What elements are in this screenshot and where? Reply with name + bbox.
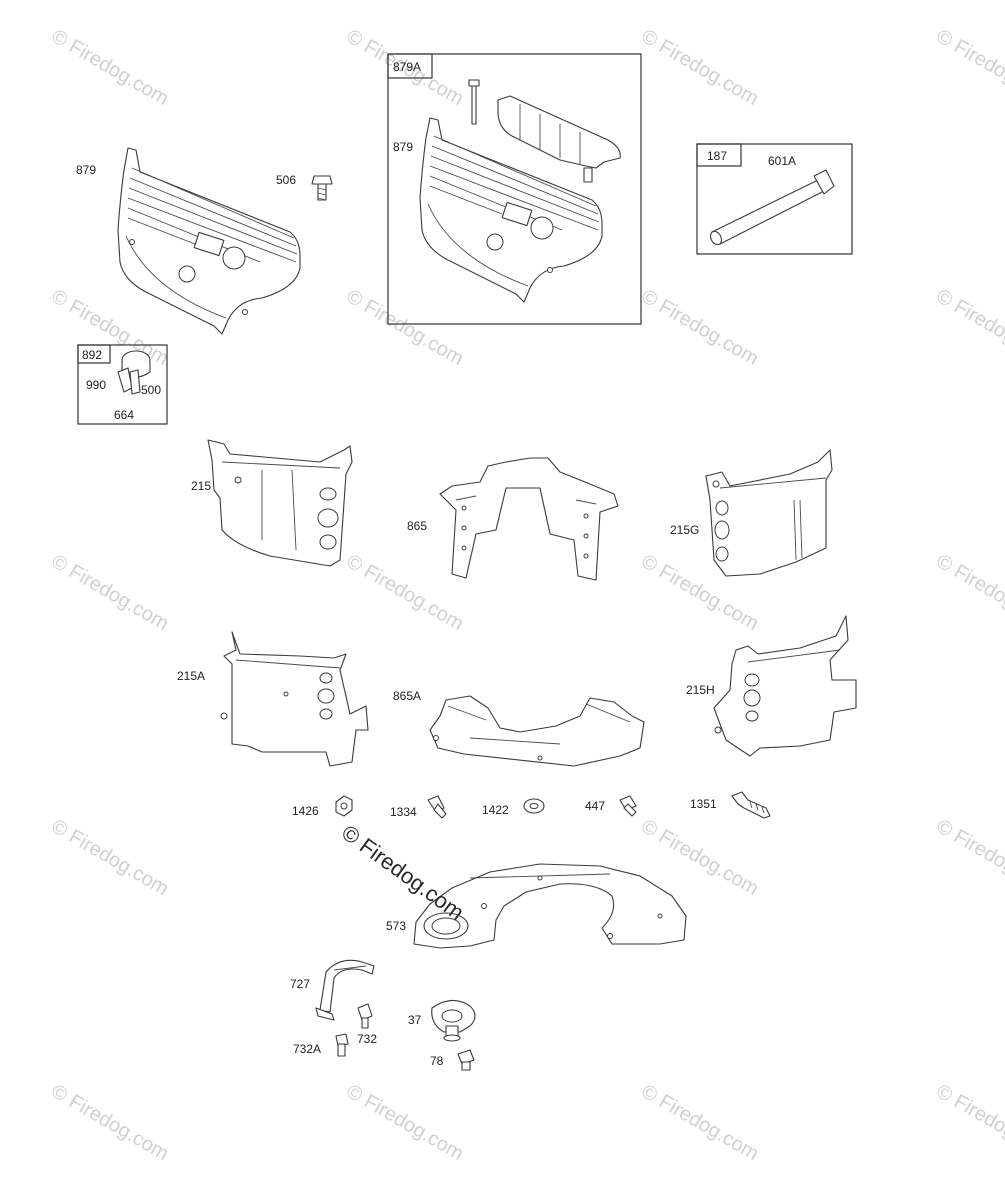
watermark: © Firedog.com <box>638 25 763 110</box>
watermark: © Firedog.com <box>933 815 1005 900</box>
part-label-215G: 215G <box>670 523 699 537</box>
group-tag-892 <box>77 344 111 364</box>
part-727-clamp <box>315 959 375 1021</box>
watermark: © Firedog.com <box>343 550 468 635</box>
part-601A-tube <box>709 169 835 246</box>
part-label-78: 78 <box>430 1054 444 1068</box>
part-label-1426: 1426 <box>292 804 319 818</box>
part-label-601A: 601A <box>768 154 796 168</box>
part-label-732: 732 <box>357 1032 377 1046</box>
watermark: © Firedog.com <box>933 550 1005 635</box>
part-215H-shroud <box>713 615 857 757</box>
part-1422-washer <box>523 798 545 814</box>
watermark: © Firedog.com <box>638 1080 763 1165</box>
part-865A-bracket <box>429 695 645 767</box>
part-215A-shroud <box>220 631 369 767</box>
part-label-215: 215 <box>191 479 211 493</box>
part-573-base-plate <box>413 863 687 949</box>
part-892-key-switch <box>117 350 151 395</box>
part-879A-pin <box>468 79 480 125</box>
group-box-892 <box>77 344 168 425</box>
part-label-215A: 215A <box>177 669 205 683</box>
part-label-990: 990 <box>86 378 106 392</box>
watermark: © Firedog.com <box>933 25 1005 110</box>
watermark: © Firedog.com <box>48 1080 173 1165</box>
part-label-865: 865 <box>407 519 427 533</box>
group-label-892: 892 <box>82 348 102 362</box>
group-label-187: 187 <box>707 149 727 163</box>
part-732A-screw <box>335 1033 349 1057</box>
part-label-727: 727 <box>290 977 310 991</box>
part-label-879: 879 <box>76 163 96 177</box>
part-label-732A: 732A <box>293 1042 321 1056</box>
part-865-bracket <box>439 457 619 581</box>
watermark: © Firedog.com <box>933 285 1005 370</box>
part-label-215H: 215H <box>686 683 715 697</box>
part-879A-muffler-guard <box>497 95 621 183</box>
part-1334-bolt <box>427 795 447 819</box>
part-label-506: 506 <box>276 173 296 187</box>
group-tag-879A <box>387 53 433 79</box>
watermark: © Firedog.com <box>343 285 468 370</box>
part-447-screw <box>619 795 637 817</box>
part-label-447: 447 <box>585 799 605 813</box>
part-label-865A: 865A <box>393 689 421 703</box>
center-watermark: © Firedog.com <box>337 820 469 925</box>
part-215G-shroud <box>705 449 833 577</box>
part-879-panel <box>117 147 301 335</box>
part-732-screw <box>357 1003 373 1029</box>
watermark: © Firedog.com <box>343 1080 468 1165</box>
group-tag-187 <box>696 143 742 167</box>
watermark: © Firedog.com <box>638 285 763 370</box>
part-label-664: 664 <box>114 408 134 422</box>
watermark: © Firedog.com <box>933 1080 1005 1165</box>
part-215-shroud <box>207 439 353 567</box>
group-box-879A <box>387 53 642 325</box>
part-1426-nut <box>335 795 353 817</box>
part-879A-panel <box>419 117 603 303</box>
part-37-gasket <box>431 999 476 1042</box>
watermark: © Firedog.com <box>48 25 173 110</box>
part-78-screw <box>457 1049 475 1071</box>
part-label-879: 879 <box>393 140 413 154</box>
part-label-573: 573 <box>386 919 406 933</box>
part-label-1334: 1334 <box>390 805 417 819</box>
part-1351-stud <box>731 791 771 819</box>
watermark: © Firedog.com <box>48 550 173 635</box>
part-506-screw <box>311 175 333 201</box>
part-label-1351: 1351 <box>690 797 717 811</box>
group-box-187 <box>696 143 853 255</box>
part-label-37: 37 <box>408 1013 422 1027</box>
part-label-1422: 1422 <box>482 803 509 817</box>
watermark: © Firedog.com <box>48 815 173 900</box>
group-label-879A: 879A <box>393 60 421 74</box>
part-label-500: 500 <box>141 383 161 397</box>
